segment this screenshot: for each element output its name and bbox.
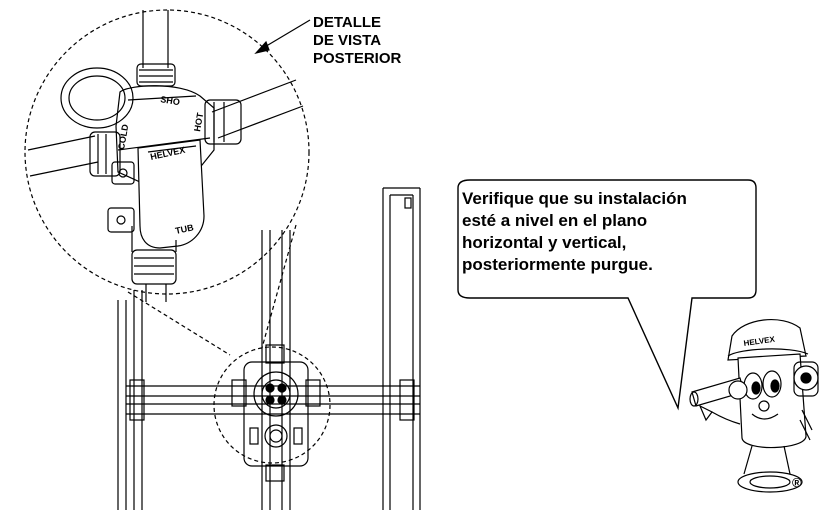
- label-shower: SHO: [160, 94, 181, 107]
- speech-bubble-text: Verifique que su instalación esté a nive…: [462, 188, 752, 276]
- callout-line-3: POSTERIOR: [313, 50, 402, 67]
- bubble-line-2: esté a nivel en el plano: [462, 211, 648, 230]
- bubble-line-4: posteriormente purgue.: [462, 255, 653, 274]
- valve-front-view: [213, 344, 331, 482]
- detail-leader-lines: [127, 224, 297, 356]
- label-tub: TUB: [174, 222, 195, 236]
- wall-frame: [117, 187, 421, 510]
- valve-labels: SHO COLD HOT HELVEX TUB: [116, 94, 205, 236]
- callout-arrow: [254, 19, 311, 55]
- mascot-cap-text: HELVEX: [743, 335, 776, 348]
- valve-rear-detail: [27, 10, 304, 302]
- mascot-plumber: [689, 318, 819, 493]
- bubble-line-3: horizontal y vertical,: [462, 233, 627, 252]
- registered-mark: ®: [792, 475, 802, 490]
- bubble-line-1: Verifique que su instalación: [462, 189, 687, 208]
- callout-line-1: DETALLE: [313, 14, 382, 31]
- detail-circle: [24, 9, 310, 295]
- label-hot: HOT: [192, 111, 205, 132]
- label-cold: COLD: [116, 123, 130, 150]
- detail-callout-label: DETALLE DE VISTA POSTERIOR: [313, 14, 401, 68]
- callout-line-2: DE VISTA: [313, 32, 382, 49]
- speech-bubble: [457, 179, 757, 411]
